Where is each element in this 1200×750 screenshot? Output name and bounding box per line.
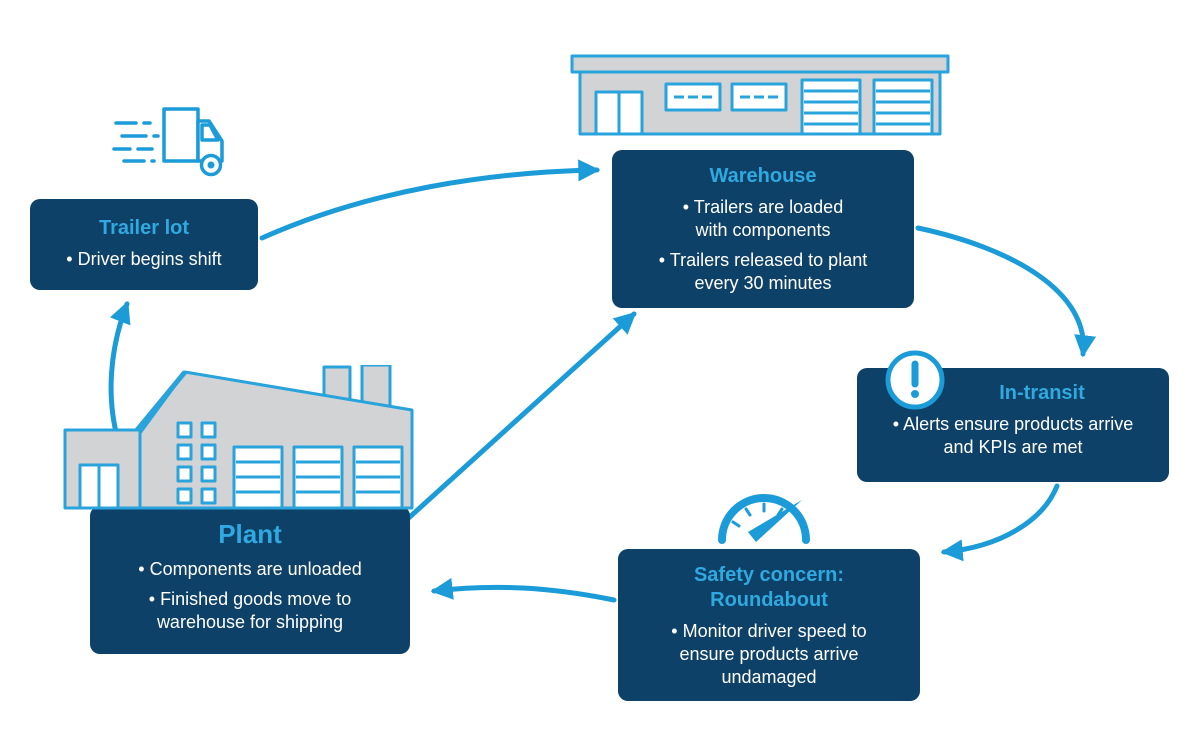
bullet-item: • Trailers released to plant every 30 mi…	[637, 249, 889, 295]
bullet-item: • Trailers are loaded with components	[667, 196, 859, 242]
trailer-lot-title: Trailer lot	[98, 217, 190, 239]
warehouse-card: Warehouse • Trailers are loaded with com…	[612, 150, 914, 308]
in-transit-title: In-transit	[999, 382, 1085, 404]
bullet-text: Alerts ensure products arrive and KPIs a…	[903, 414, 1134, 458]
bullet-text: Finished goods move to warehouse for shi…	[156, 588, 352, 632]
bullet-item: • Components are unloaded	[102, 558, 398, 581]
alert-exclamation-icon	[884, 349, 946, 411]
bullet-dot: •	[658, 250, 666, 271]
truck-icon	[112, 95, 247, 200]
bullet-dot: •	[66, 249, 73, 269]
bullet-text: Trailers are loaded with components	[693, 197, 844, 241]
bullet-text: Driver begins shift	[77, 249, 222, 269]
bullet-text: Monitor driver speed to ensure products …	[679, 621, 867, 688]
arrow-warehouse-to-in-transit	[915, 225, 1097, 358]
bullet-text: Components are unloaded	[149, 558, 362, 579]
plant-card: Plant • Components are unloaded • Finish…	[90, 506, 410, 654]
bullet-item: • Finished goods move to warehouse for s…	[139, 588, 361, 634]
arrow-trailer-lot-to-warehouse	[259, 159, 601, 241]
safety-concern-title: Safety concern: Roundabout	[693, 564, 845, 611]
warehouse-building-icon	[570, 54, 950, 136]
arrow-in-transit-to-safety	[940, 483, 1060, 562]
warehouse-title: Warehouse	[709, 165, 817, 187]
speedometer-icon	[712, 480, 816, 546]
safety-concern-card: Safety concern: Roundabout • Monitor dri…	[618, 549, 920, 701]
arrow-plant-to-warehouse	[399, 311, 637, 527]
bullet-dot: •	[148, 588, 156, 609]
bullet-dot: •	[671, 621, 678, 641]
bullet-text: Trailers released to plant every 30 minu…	[669, 250, 868, 294]
plant-title: Plant	[218, 519, 282, 549]
bullet-item: • Monitor driver speed to ensure product…	[666, 620, 872, 689]
trailer-lot-card: Trailer lot • Driver begins shift	[30, 199, 258, 290]
bullet-dot: •	[138, 558, 145, 579]
bullet-item: • Driver begins shift	[42, 248, 246, 271]
bullet-dot: •	[892, 414, 900, 434]
bullet-dot: •	[682, 197, 690, 217]
bullet-item: • Alerts ensure products arrive and KPIs…	[877, 413, 1149, 459]
arrow-safety-to-plant	[430, 577, 617, 603]
plant-building-icon	[62, 363, 414, 510]
